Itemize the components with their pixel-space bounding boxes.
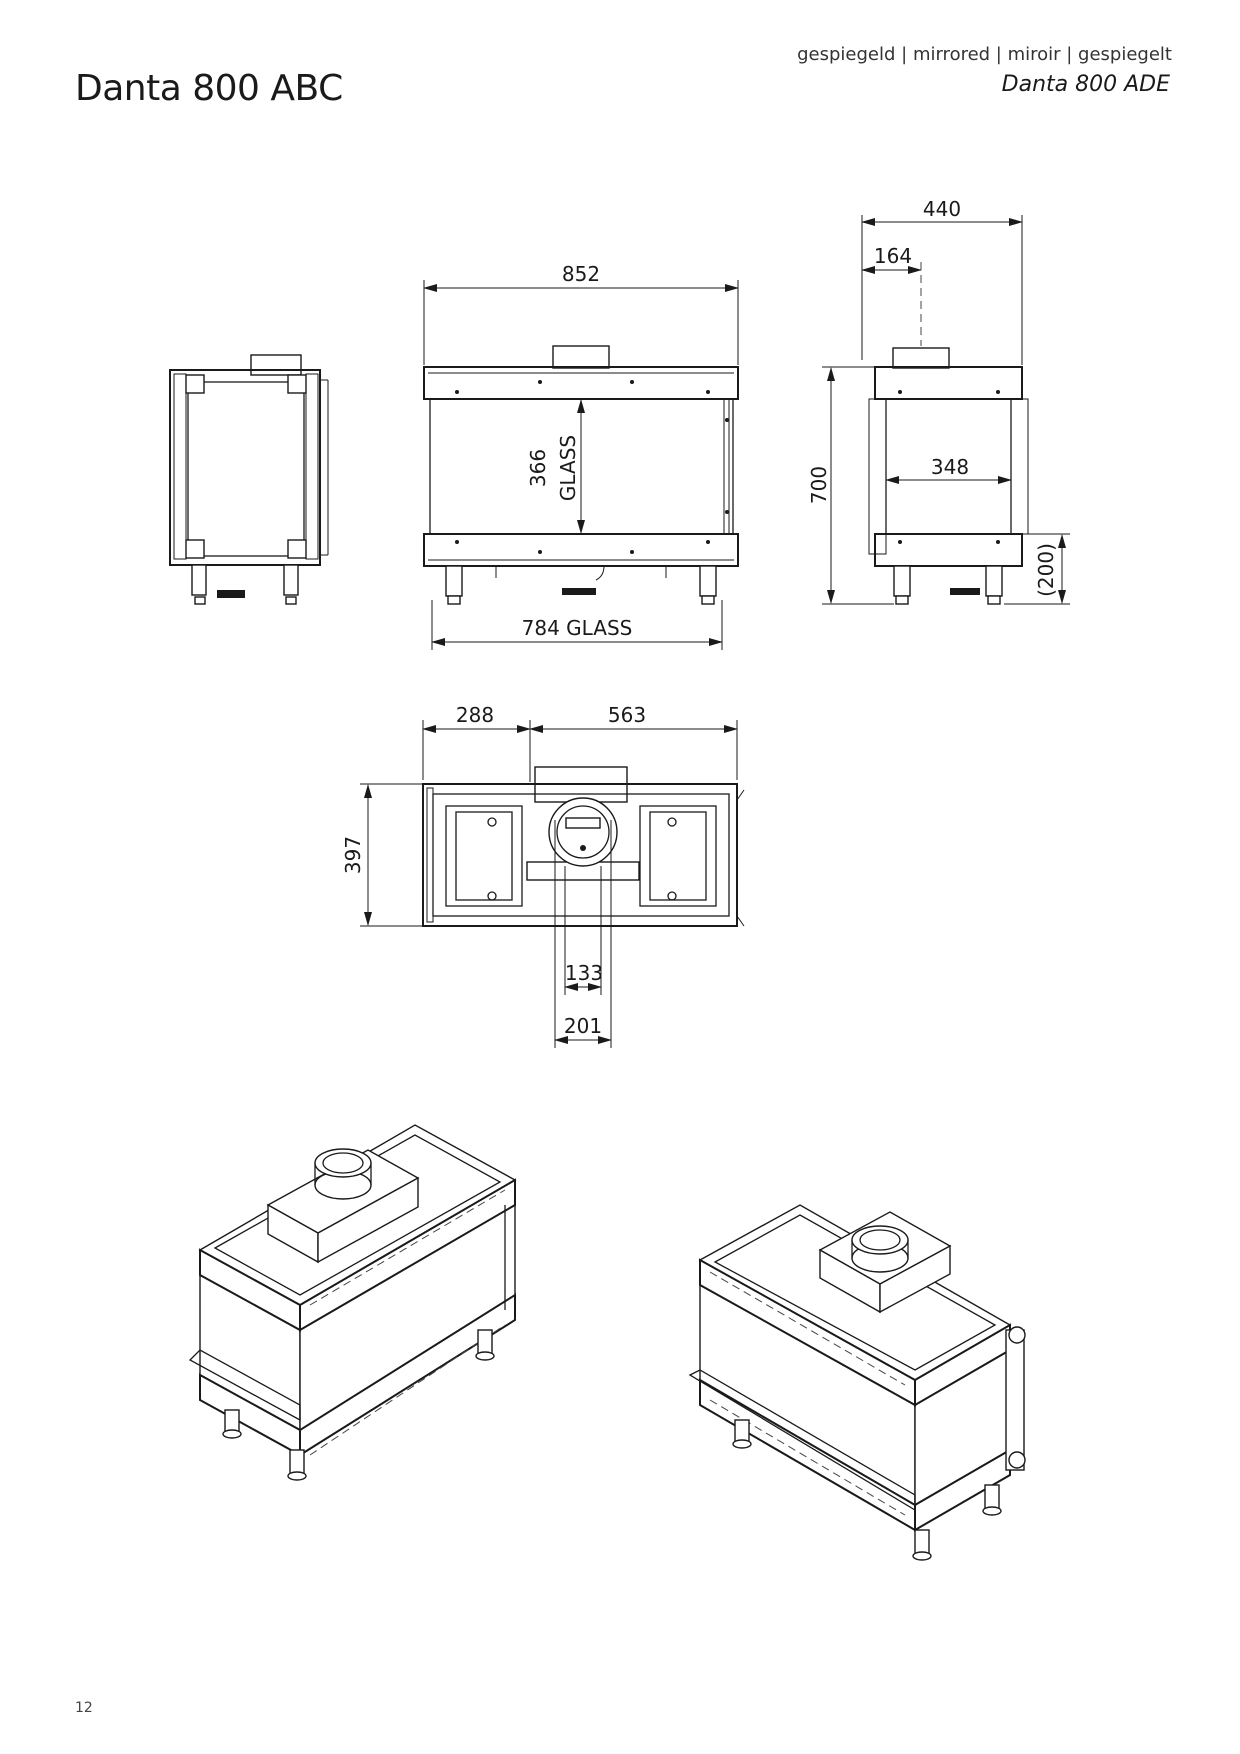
top-dimensions: 288 563 397 133 201	[341, 703, 738, 1048]
dim-flue-inner: 133	[565, 961, 603, 985]
dim-glass-width: 784 GLASS	[522, 616, 633, 640]
dim-depth: 440	[923, 197, 961, 221]
side-view-right	[868, 347, 1029, 605]
dim-flue-outer: 201	[564, 1014, 602, 1038]
side-dimensions: 440 164 700 348 (200)	[807, 197, 1070, 605]
dim-height: 700	[807, 466, 831, 504]
dim-side-glass: 348	[931, 455, 969, 479]
page-title: Danta 800 ABC	[75, 68, 343, 109]
front-dimensions: 852 366 GLASS 784 GLASS	[423, 262, 739, 650]
dim-leg-height: (200)	[1034, 543, 1058, 597]
dim-top-depth: 397	[341, 836, 365, 874]
dim-top-right: 563	[608, 703, 646, 727]
page-number: 12	[75, 1700, 93, 1716]
dim-top-left: 288	[456, 703, 494, 727]
dim-glass-height: 366	[526, 449, 550, 487]
front-view	[423, 345, 739, 605]
top-view	[422, 766, 745, 927]
dim-glass-label: GLASS	[556, 435, 580, 501]
dim-flue-offset: 164	[874, 244, 912, 268]
isometric-view-left	[188, 1124, 517, 1481]
isometric-view-right	[688, 1204, 1026, 1561]
mirrored-model-name: Danta 800 ADE	[1001, 72, 1170, 97]
dim-front-width: 852	[562, 262, 600, 286]
language-labels: gespiegeld | mirrored | miroir | gespieg…	[797, 44, 1172, 65]
side-view-left	[169, 354, 329, 605]
